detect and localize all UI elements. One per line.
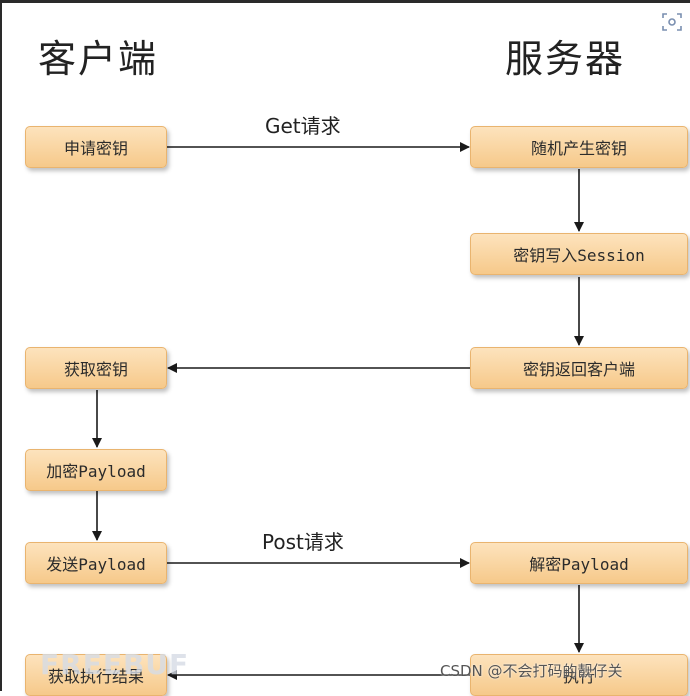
- node-key-to-session: 密钥写入Session: [470, 233, 688, 275]
- node-send-payload: 发送Payload: [25, 542, 167, 584]
- server-column-title: 服务器: [505, 37, 626, 81]
- node-get-result: 获取执行结果: [25, 654, 167, 696]
- node-server-last: 执行: [470, 654, 688, 696]
- frame-left-border: [0, 0, 2, 691]
- node-key-return: 密钥返回客户端: [470, 347, 688, 389]
- scan-icon[interactable]: [662, 12, 682, 32]
- frame-top-border: [0, 0, 690, 3]
- csdn-watermark: CSDN @不会打码的靓仔关: [440, 662, 623, 680]
- node-decrypt-payload: 解密Payload: [470, 542, 688, 584]
- node-encrypt-payload: 加密Payload: [25, 449, 167, 491]
- post-request-label: Post请求: [262, 530, 344, 554]
- client-column-title: 客户端: [38, 37, 159, 81]
- get-request-label: Get请求: [265, 114, 341, 138]
- freebuf-watermark: FREEBUF: [40, 648, 190, 681]
- node-random-key: 随机产生密钥: [470, 126, 688, 168]
- node-get-key: 获取密钥: [25, 347, 167, 389]
- node-request-key: 申请密钥: [25, 126, 167, 168]
